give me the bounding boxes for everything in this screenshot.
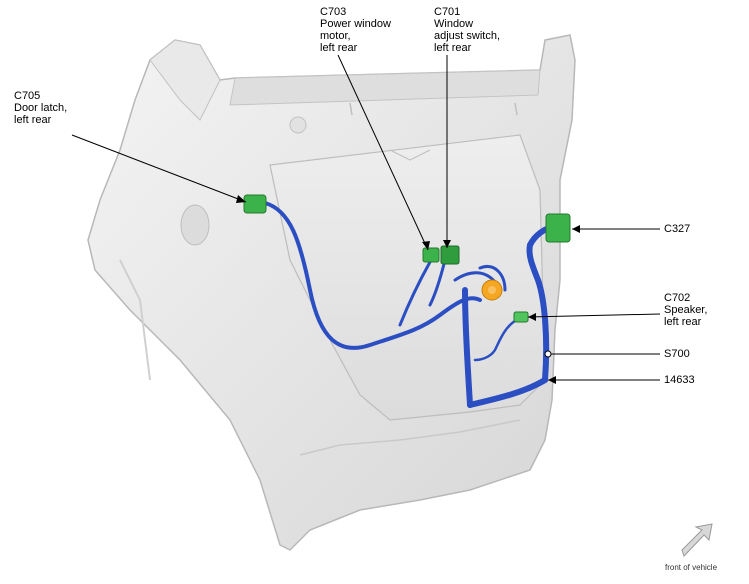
callout-14633: 14633 [664, 374, 695, 386]
callout-c703: C703 Power window motor, left rear [320, 6, 391, 54]
inner-panel [119, 102, 546, 456]
callout-c327-code: C327 [664, 223, 691, 235]
callout-c701-line3: left rear [434, 42, 472, 54]
callout-c702-line1: Speaker, [664, 304, 708, 316]
splice-marker-s700 [544, 350, 552, 358]
connector-c701 [440, 245, 460, 265]
callout-c702: C702 Speaker, left rear [664, 292, 707, 328]
front-arrow-icon [681, 523, 713, 557]
orientation-label: front of vehicle [665, 563, 718, 572]
callout-c705: C705 Door latch, left rear [14, 90, 67, 126]
callout-c705-code: C705 [14, 90, 41, 102]
callout-c701: C701 Window adjust switch, left rear [434, 6, 500, 54]
callout-c703-line1: Power window [320, 18, 391, 30]
wiring-harness [263, 201, 555, 408]
callout-c703-line2: motor, [320, 30, 351, 42]
leader-lines [71, 54, 661, 381]
callout-s700-code: S700 [664, 348, 690, 360]
callout-c327: C327 [664, 223, 690, 235]
connector-c702 [513, 311, 529, 323]
speaker [481, 279, 503, 301]
callout-c705-line2: left rear [14, 114, 52, 126]
callout-c705-line1: Door latch, [14, 102, 68, 114]
connector-c705 [243, 194, 267, 214]
callout-c702-line2: left rear [664, 316, 702, 328]
connector-c327 [545, 213, 571, 243]
leader-arrowheads [236, 195, 580, 384]
callout-s700: S700 [664, 348, 690, 360]
callout-c701-line1: Window [434, 18, 474, 30]
connector-c703 [422, 247, 440, 263]
callout-c703-line3: left rear [320, 42, 358, 54]
callout-c702-code: C702 [664, 292, 691, 304]
callout-c703-code: C703 [320, 6, 347, 18]
callout-14633-code: 14633 [664, 374, 695, 386]
callout-c701-line2: adjust switch, [434, 30, 501, 42]
callout-c701-code: C701 [434, 6, 461, 18]
